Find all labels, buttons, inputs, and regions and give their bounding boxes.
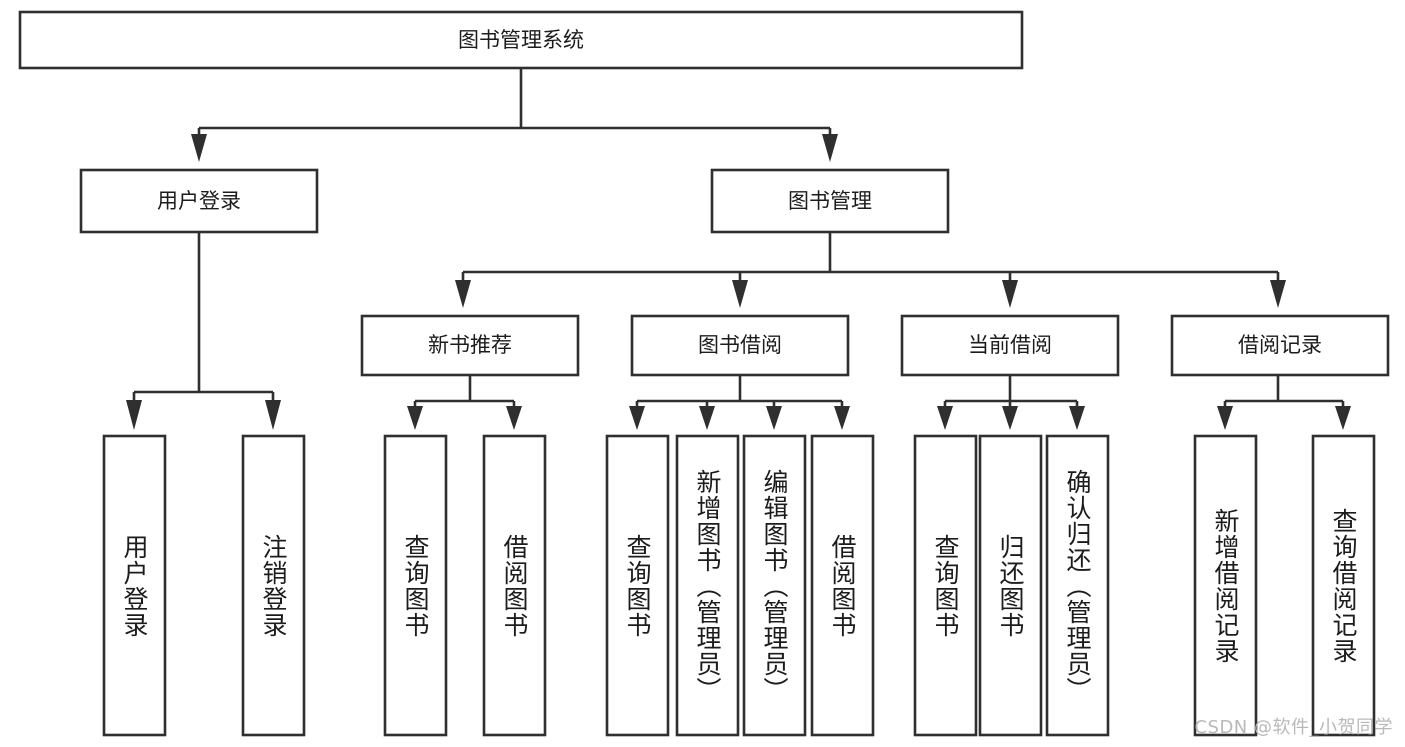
arrow-head-leaf-return-book — [1002, 406, 1018, 430]
connector-group-user-login — [126, 232, 281, 430]
node-new-book-recommend-label: 新书推荐 — [428, 333, 512, 357]
node-borrow-record-box[interactable] — [1170, 314, 1390, 377]
arrow-head-leaf-edit-book — [766, 406, 782, 430]
arrow-head-leaf-add-book — [699, 406, 715, 430]
connector-group-book-borrow — [629, 375, 850, 430]
node-root[interactable]: 图书管理系统 — [18, 10, 1024, 70]
arrow-head-leaf-add-record — [1217, 406, 1233, 430]
arrow-head-leaf-logout — [265, 400, 281, 430]
node-current-borrow-label: 当前借阅 — [968, 333, 1052, 357]
arrow-head-leaf-query-book-2 — [629, 406, 645, 430]
node-borrow-record[interactable]: 借阅记录 — [1170, 314, 1390, 377]
connector-group-root — [191, 68, 838, 162]
node-user-login-label: 用户登录 — [157, 189, 241, 213]
arrow-head-borrow-record — [1270, 280, 1286, 308]
leaf-box-logout[interactable] — [241, 434, 306, 737]
arrow-head-user-login — [191, 134, 207, 162]
connector-group-book-management — [455, 232, 1286, 308]
leaf-box-borrow-book-2[interactable] — [810, 434, 875, 737]
node-book-management-label: 图书管理 — [788, 189, 872, 213]
node-book-borrow[interactable]: 图书借阅 — [630, 314, 850, 377]
arrow-head-leaf-borrow-book-2 — [834, 406, 850, 430]
leaf-box-query-book-3[interactable] — [913, 434, 978, 737]
leaf-box-query-record[interactable] — [1311, 434, 1376, 737]
arrow-head-book-management — [822, 134, 838, 162]
node-current-borrow[interactable]: 当前借阅 — [900, 314, 1120, 377]
leaf-box-query-book-2[interactable] — [605, 434, 670, 737]
leaf-box-return-book[interactable] — [978, 434, 1043, 737]
arrow-head-leaf-query-record — [1335, 406, 1351, 430]
arrow-head-leaf-confirm-return — [1069, 406, 1085, 430]
node-user-login[interactable]: 用户登录 — [79, 168, 319, 234]
node-borrow-record-label: 借阅记录 — [1238, 333, 1322, 357]
node-book-borrow-box[interactable] — [630, 314, 850, 377]
arrow-head-book-borrow — [732, 280, 748, 308]
leaf-box-group — [102, 434, 1376, 737]
leaf-box-confirm-return[interactable] — [1045, 434, 1110, 737]
node-root-box[interactable] — [18, 10, 1024, 70]
leaf-box-edit-book[interactable] — [742, 434, 807, 737]
node-current-borrow-box[interactable] — [900, 314, 1120, 377]
leaf-box-add-record[interactable] — [1193, 434, 1258, 737]
leaf-box-user-login[interactable] — [102, 434, 167, 737]
node-book-borrow-label: 图书借阅 — [698, 333, 782, 357]
leaf-box-query-book-1[interactable] — [383, 434, 448, 737]
node-new-book-recommend[interactable]: 新书推荐 — [360, 314, 580, 377]
node-book-management-box[interactable] — [710, 168, 950, 234]
arrow-head-leaf-query-book-3 — [937, 406, 953, 430]
node-new-book-recommend-box[interactable] — [360, 314, 580, 377]
connector-group-borrow-record — [1217, 375, 1351, 430]
arrow-head-new-book-recommend — [455, 280, 471, 308]
arrow-head-leaf-query-book-1 — [407, 406, 423, 430]
leaf-box-borrow-book-1[interactable] — [482, 434, 547, 737]
node-book-management[interactable]: 图书管理 — [710, 168, 950, 234]
arrow-head-current-borrow — [1002, 280, 1018, 308]
arrow-head-leaf-user-login — [126, 400, 142, 430]
leaf-box-add-book[interactable] — [675, 434, 740, 737]
connector-group-new-book-recommend — [407, 375, 522, 430]
arrow-head-leaf-borrow-book-1 — [506, 406, 522, 430]
node-root-label: 图书管理系统 — [458, 28, 584, 52]
node-user-login-box[interactable] — [79, 168, 319, 234]
connector-group-current-borrow — [937, 375, 1085, 430]
